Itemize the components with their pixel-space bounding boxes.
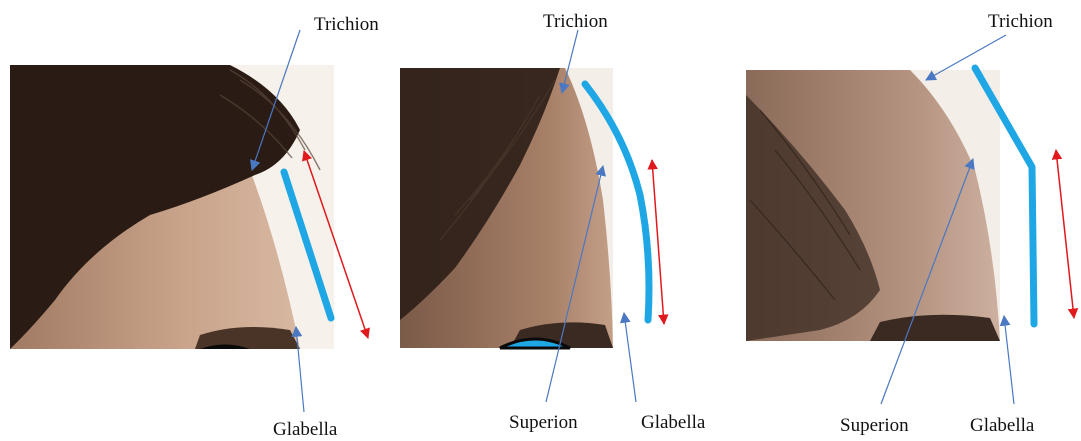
- panel-2-glabella-label: Glabella: [641, 412, 706, 433]
- panel-3-measure-arrow: [1056, 150, 1074, 318]
- panel-3-glabella-label: Glabella: [970, 415, 1035, 436]
- panel-2-measure-arrow: [652, 160, 664, 324]
- panel-2: Trichion Superion Glabella: [400, 11, 706, 433]
- panel-2-trichion-label: Trichion: [543, 11, 608, 32]
- panel-2-glabella-pointer: [624, 313, 636, 402]
- panel-1: Trichion Glabella: [10, 14, 379, 440]
- panel-2-superion-label: Superion: [509, 412, 578, 433]
- panel-1-glabella-label: Glabella: [273, 419, 338, 440]
- panel-3-glabella-pointer: [1004, 316, 1014, 404]
- panel-1-trichion-label: Trichion: [314, 14, 379, 35]
- panel-3-superion-label: Superion: [840, 415, 909, 436]
- panel-3: Trichion Superion Glabella: [746, 11, 1074, 436]
- panel-3-trichion-label: Trichion: [988, 11, 1053, 32]
